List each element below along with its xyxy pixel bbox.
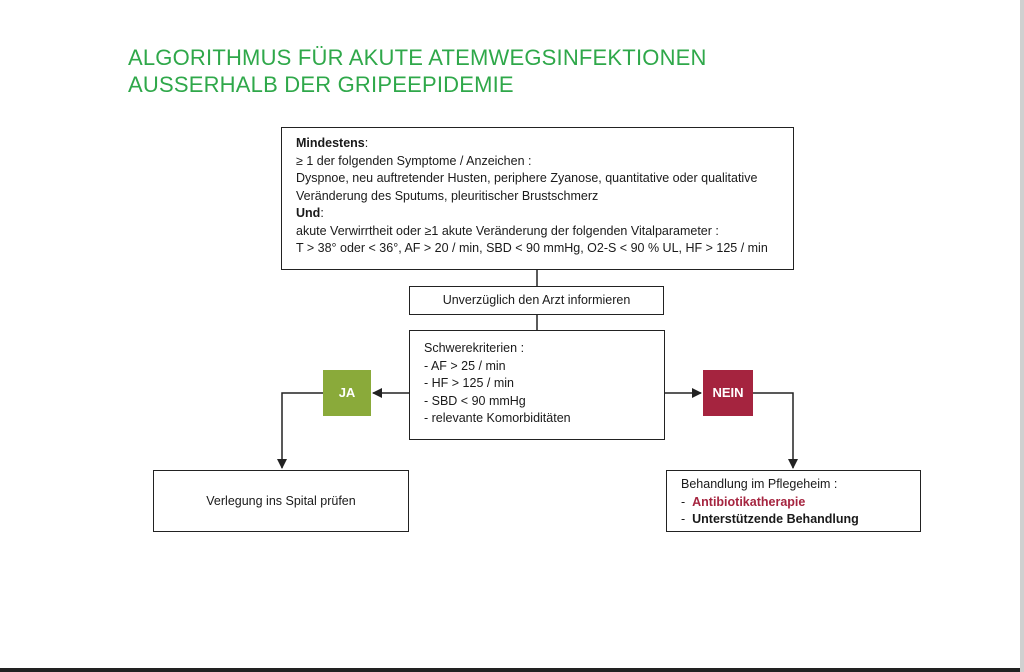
decision-yes-badge: JA — [323, 370, 371, 416]
severity-heading: Schwerekriterien : — [424, 341, 525, 355]
criteria-line-3: Veränderung des Sputums, pleuritischer B… — [296, 188, 599, 203]
criteria-box: Mindestens: ≥ 1 der folgenden Symptome /… — [281, 127, 794, 270]
severity-item: - relevante Komorbiditäten — [424, 411, 571, 425]
connector-ja-hospital — [277, 392, 323, 469]
care-heading: Behandlung im Pflegeheim : — [681, 477, 838, 491]
criteria-line-1: ≥ 1 der folgenden Symptome / Anzeichen : — [296, 153, 532, 168]
connector-nein-care — [753, 392, 798, 469]
criteria-line-5: T > 38° oder < 36°, AF > 20 / min, SBD <… — [296, 241, 768, 255]
nursing-home-care-box: Behandlung im Pflegeheim : - Antibiotika… — [666, 470, 921, 532]
hospital-transfer-label: Verlegung ins Spital prüfen — [206, 494, 356, 508]
severity-item: - SBD < 90 mmHg — [424, 393, 526, 408]
care-dash: - — [681, 494, 686, 509]
care-item-antibiotics: Antibiotikatherapie — [692, 494, 806, 509]
title-line-1: ALGORITHMUS FÜR AKUTE ATEMWEGSINFEKTIONE… — [128, 45, 707, 70]
care-item-supportive: Unterstützende Behandlung — [692, 512, 859, 526]
severity-item: - AF > 25 / min — [424, 358, 506, 373]
inform-doctor-box: Unverzüglich den Arzt informieren — [409, 286, 664, 315]
criteria-line-2: Dyspnoe, neu auftretender Husten, periph… — [296, 171, 758, 185]
criteria-colon: : — [364, 136, 369, 150]
right-edge — [1020, 0, 1024, 672]
inform-doctor-label: Unverzüglich den Arzt informieren — [442, 293, 631, 307]
title-line-2: AUSSERHALB DER GRIPEEPIDEMIE — [128, 72, 514, 97]
criteria-colon-2: : — [320, 206, 324, 220]
criteria-line-4: akute Verwirrtheit oder ≥1 akute Verände… — [296, 223, 719, 238]
hospital-transfer-box: Verlegung ins Spital prüfen — [153, 470, 409, 532]
severity-item: - HF > 125 / min — [424, 376, 514, 390]
decision-no-badge: NEIN — [703, 370, 753, 416]
severity-criteria-box: Schwerekriterien : - AF > 25 / min - HF … — [409, 330, 665, 440]
criteria-heading-mindestens: Mindestens — [296, 136, 365, 150]
care-dash: - — [681, 512, 686, 526]
bottom-border — [0, 668, 1024, 672]
criteria-heading-und: Und — [296, 206, 321, 220]
page-title: ALGORITHMUS FÜR AKUTE ATEMWEGSINFEKTIONE… — [128, 44, 707, 98]
